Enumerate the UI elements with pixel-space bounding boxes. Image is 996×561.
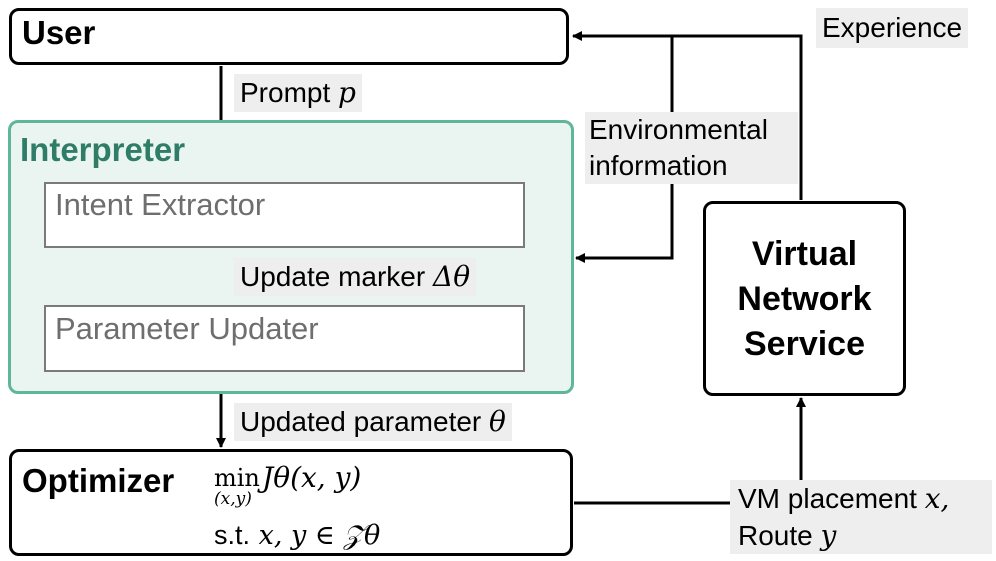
intent-extractor-label: Intent Extractor [55, 187, 266, 222]
constraint: s.t. x, y ∈ 𝒵θ [214, 520, 380, 552]
parameter-updater-box [44, 305, 525, 372]
constraint-expression: x, y ∈ 𝒵θ [258, 520, 381, 551]
experience-label: Experience [816, 8, 969, 48]
intent-extractor-box [44, 182, 525, 248]
environmental-information-label: Environmental information [585, 112, 798, 184]
env-line-1: Environmental [589, 114, 768, 145]
user-box [9, 8, 569, 65]
route-symbol: y [820, 519, 837, 552]
vm-text: VM placement [738, 483, 917, 514]
virtual-network-service-box [703, 201, 906, 396]
arrow-env-to-interpreter [575, 36, 674, 263]
prompt-text: Prompt [240, 77, 331, 108]
updated-parameter-symbol: θ [489, 405, 506, 438]
update-marker-symbol: Δθ [432, 260, 471, 293]
prompt-symbol: p [338, 76, 356, 109]
vns-line-2: Network [737, 280, 872, 318]
arrow-vns-to-user [572, 31, 803, 200]
interpreter-title: Interpreter [20, 131, 186, 168]
prompt-label: Prompt p [234, 74, 362, 112]
vm-symbol: x, [924, 482, 950, 515]
env-line-2: information [589, 150, 728, 181]
objective-min-operator: min [214, 464, 260, 492]
vns-line-3: Service [744, 325, 865, 363]
objective-min-subscript: (x,y) [214, 489, 252, 509]
route-text: Route [738, 520, 813, 551]
objective-expression: Jθ(x, y) [262, 461, 362, 494]
constraint-prefix: s.t. [214, 520, 251, 550]
update-marker-text: Update marker [240, 261, 426, 292]
updated-parameter-label: Updated parameter θ [234, 403, 512, 441]
vm-line: VM placement x, [738, 480, 984, 517]
parameter-updater-label: Parameter Updater [55, 311, 319, 346]
update-marker-label: Update marker Δθ [234, 258, 477, 296]
vm-route-label: VM placement x, Route y [730, 480, 992, 554]
vns-line-1: Virtual [751, 235, 858, 273]
updated-parameter-text: Updated parameter [240, 406, 482, 437]
route-line: Route y [738, 517, 984, 554]
user-title: User [22, 14, 96, 51]
virtual-network-service-label: Virtual Network Service [703, 232, 906, 367]
optimizer-box [9, 449, 573, 556]
optimizer-title: Optimizer [22, 462, 175, 499]
